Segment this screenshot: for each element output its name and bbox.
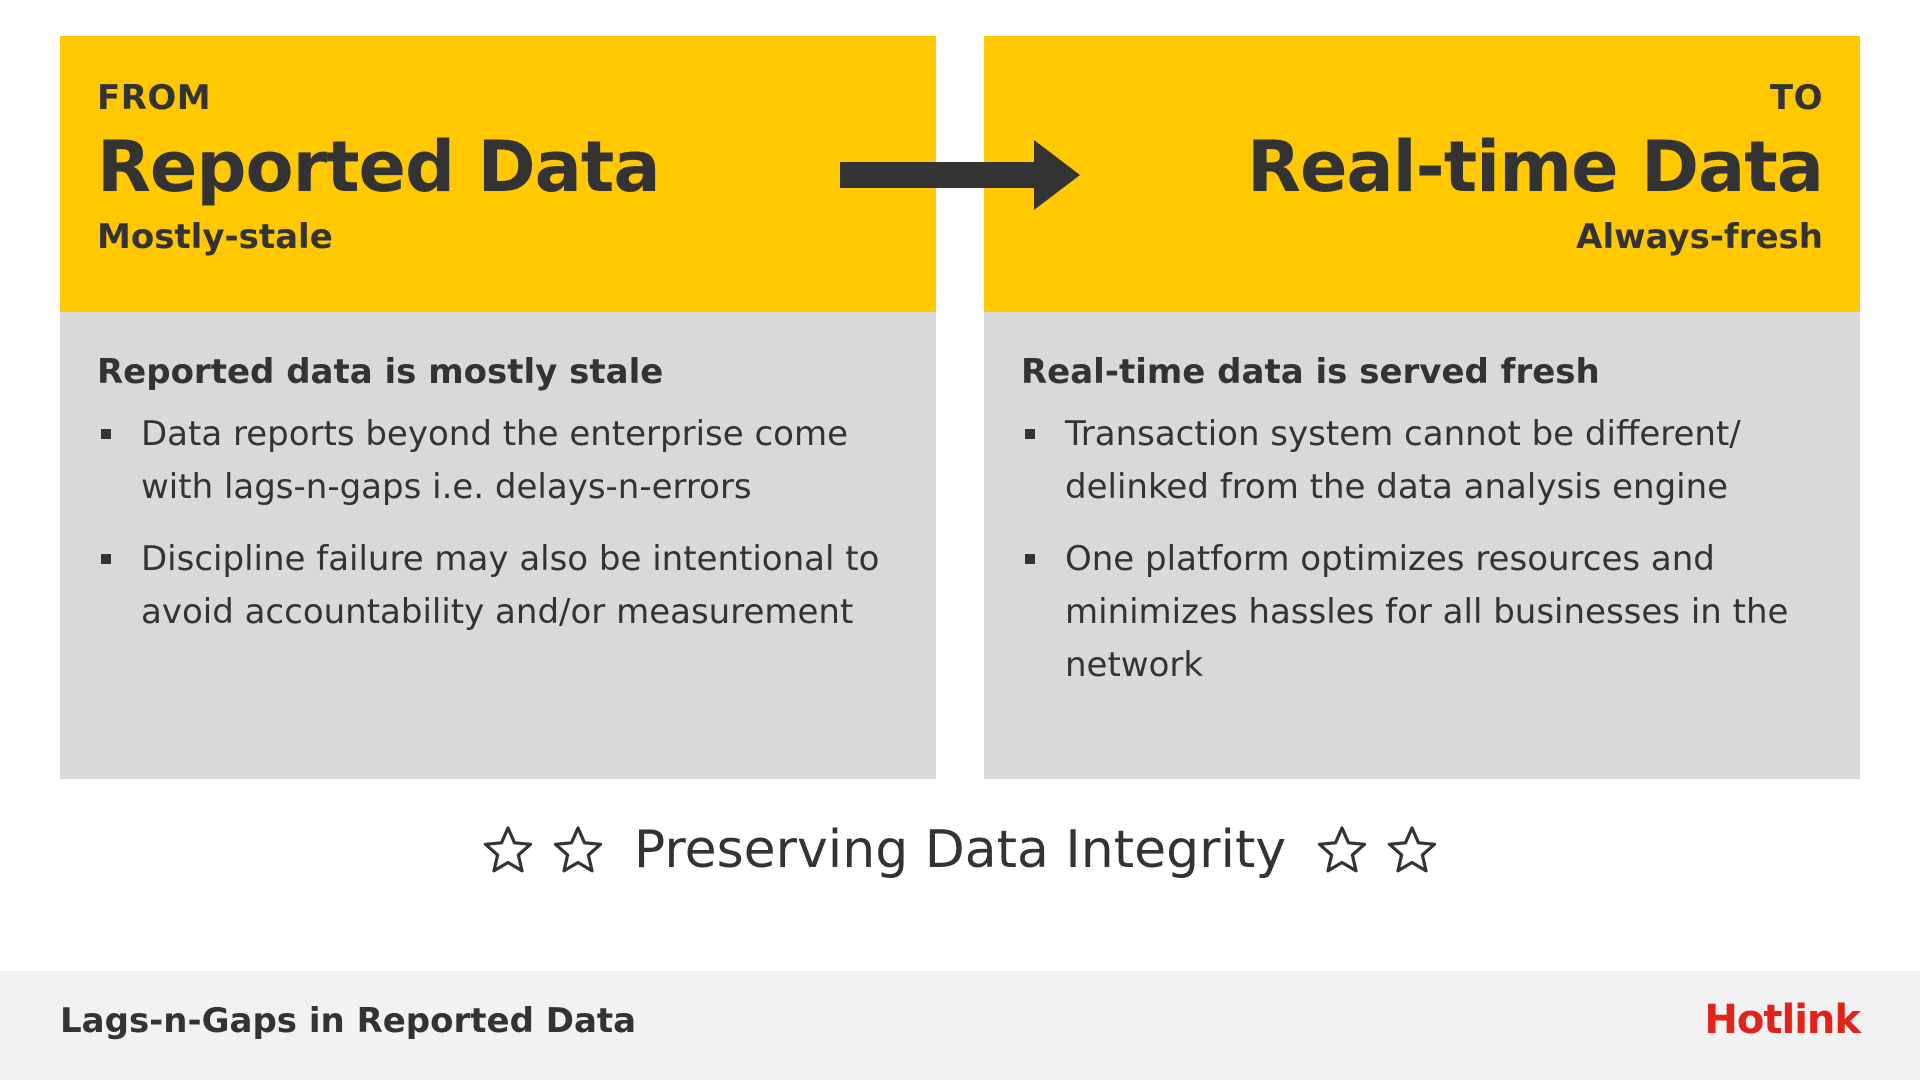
star-outline-icon (1388, 826, 1437, 873)
to-card-body: Real-time data is served fresh Transacti… (984, 312, 1860, 692)
to-bullet-list: Transaction system cannot be different/ … (1021, 408, 1823, 692)
bullet-item: Discipline failure may also be intention… (97, 533, 899, 639)
tagline-text: Preserving Data Integrity (633, 820, 1287, 880)
to-card: TO Real-time Data Always-fresh Real-time… (984, 36, 1860, 779)
star-outline-icon (553, 826, 602, 873)
to-card-header: TO Real-time Data Always-fresh (984, 36, 1860, 312)
from-kicker: FROM (97, 78, 212, 118)
from-card: FROM Reported Data Mostly-stale Reported… (60, 36, 936, 779)
square-bullet-icon (101, 554, 111, 564)
to-body-title: Real-time data is served fresh (1021, 352, 1600, 392)
from-bullet-list: Data reports beyond the enterprise come … (97, 408, 899, 639)
right-arrow-icon (840, 140, 1080, 210)
bullet-text: Discipline failure may also be intention… (141, 539, 880, 632)
bullet-item: One platform optimizes resources and min… (1021, 533, 1823, 692)
from-card-header: FROM Reported Data Mostly-stale (60, 36, 936, 312)
bullet-text: Transaction system cannot be different/ … (1065, 414, 1741, 507)
tagline: Preserving Data Integrity (0, 820, 1920, 880)
bullet-text: Data reports beyond the enterprise come … (141, 414, 848, 507)
star-outline-icon (1318, 826, 1367, 873)
from-subheading: Mostly-stale (97, 216, 333, 257)
to-subheading: Always-fresh (1576, 216, 1823, 257)
bullet-text: One platform optimizes resources and min… (1065, 539, 1789, 685)
bullet-item: Transaction system cannot be different/ … (1021, 408, 1823, 514)
square-bullet-icon (101, 429, 111, 439)
from-heading: Reported Data (97, 126, 661, 209)
to-kicker: TO (1769, 78, 1823, 118)
footer-bar: Lags-n-Gaps in Reported Data Hotlink (0, 971, 1920, 1080)
bullet-item: Data reports beyond the enterprise come … (97, 408, 899, 514)
square-bullet-icon (1025, 429, 1035, 439)
square-bullet-icon (1025, 554, 1035, 564)
to-heading: Real-time Data (1247, 126, 1824, 209)
from-body-title: Reported data is mostly stale (97, 352, 664, 392)
star-outline-icon (483, 826, 532, 873)
from-card-body: Reported data is mostly stale Data repor… (60, 312, 936, 639)
footer-title: Lags-n-Gaps in Reported Data (60, 1001, 637, 1041)
hotlink-logo: Hotlink (1704, 997, 1861, 1043)
